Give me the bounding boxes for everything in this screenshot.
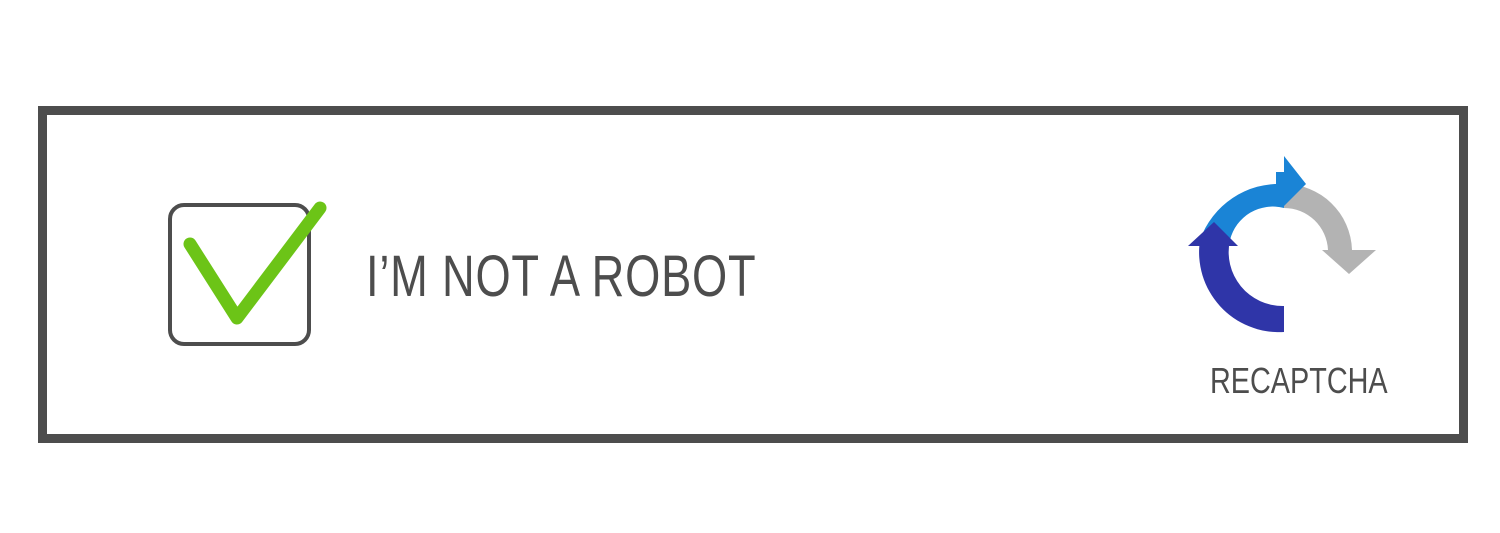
not-robot-label: I’M NOT A ROBOT (366, 244, 757, 309)
recaptcha-brand-label: RECAPTCHA (1210, 360, 1388, 401)
recaptcha-logo-icon (1188, 156, 1376, 333)
not-robot-checkbox[interactable] (168, 203, 311, 346)
